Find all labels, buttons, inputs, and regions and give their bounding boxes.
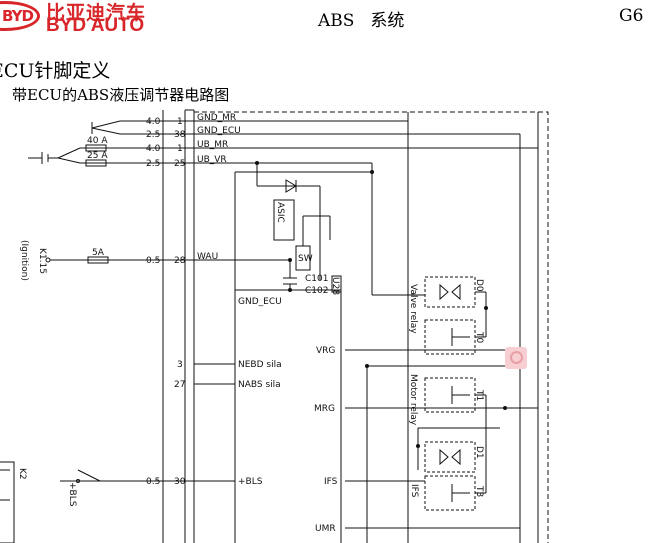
wire-size-bls: 0.5 bbox=[146, 477, 160, 487]
byd-logo-mark: BYD bbox=[2, 7, 34, 25]
signal-wau: WAU bbox=[197, 252, 218, 262]
k115-label: K1.15 bbox=[37, 248, 47, 274]
wire-size-ub-mr: 4.0 bbox=[146, 144, 161, 154]
vrg-label: VRG bbox=[316, 346, 335, 356]
signal-bls-inner: +BLS bbox=[238, 477, 263, 487]
umr-label: UMR bbox=[315, 524, 336, 534]
pin-number-wau: 28 bbox=[174, 256, 186, 266]
signal-nabs-sila: NABS sila bbox=[238, 380, 281, 390]
magnifier-icon[interactable] bbox=[505, 347, 527, 369]
wire-size-ub-vr: 2.5 bbox=[146, 159, 160, 169]
fuse-40a-label: 40 A bbox=[87, 136, 108, 146]
gnd-ecu-inner-label: GND_ECU bbox=[238, 297, 282, 307]
valve-relay-label: Valve relay bbox=[408, 284, 418, 334]
pin-number-nebd: 3 bbox=[177, 360, 183, 370]
left-bls-label: +BLS bbox=[67, 482, 77, 507]
signal-ub-vr: UB_VR bbox=[197, 155, 227, 165]
ignition-label: (Ignition) bbox=[19, 240, 29, 281]
document-header-title: ABS 系统 bbox=[318, 6, 404, 31]
u28-label: U28 bbox=[330, 277, 340, 295]
asic-label: ASIC bbox=[275, 202, 285, 223]
ifs-label: IFS bbox=[324, 477, 338, 487]
signal-gnd-ecu: GND_ECU bbox=[197, 126, 241, 136]
motor-relay-label: Motor relay bbox=[408, 374, 418, 426]
d1-label: D1 bbox=[474, 446, 484, 459]
c101-label: C101 bbox=[305, 274, 328, 284]
signal-gnd-mr: GND_MR bbox=[197, 113, 236, 123]
t3-label: T3 bbox=[474, 485, 484, 497]
abs-circuit-diagram: 4.0 2.5 4.0 2.5 0.5 0.5 1 38 1 25 28 3 2… bbox=[0, 109, 549, 543]
header-title-system: 系统 bbox=[370, 11, 405, 31]
byd-logo-oval bbox=[0, 1, 40, 31]
d0-label: D0 bbox=[474, 279, 484, 292]
fuse-25a-label: 25 A bbox=[87, 151, 108, 161]
pin-number-gnd-ecu: 38 bbox=[174, 130, 186, 140]
c102-label: C102 bbox=[305, 286, 328, 296]
figure-subtitle: 带ECU的ABS液压调节器电路图 bbox=[12, 86, 230, 104]
document-header-model: G6 bbox=[619, 6, 644, 26]
mrg-label: MRG bbox=[314, 404, 335, 414]
signal-ub-mr: UB_MR bbox=[197, 140, 228, 150]
wire-size-gnd-mr: 4.0 bbox=[146, 117, 161, 127]
fuse-5a-label: 5A bbox=[92, 248, 105, 258]
ifs-side-label: IFS bbox=[409, 484, 419, 498]
header-title-abs: ABS bbox=[318, 11, 355, 31]
logo-chinese-text: 比亚迪汽车 bbox=[46, 2, 147, 24]
t0-label: T0 bbox=[474, 331, 484, 343]
logo-english-text: BYD AUTO bbox=[46, 15, 145, 36]
section-title: ECU针脚定义 bbox=[0, 60, 111, 82]
wire-size-gnd-ecu: 2.5 bbox=[146, 130, 160, 140]
byd-logo: BYD 比亚迪汽车 BYD AUTO bbox=[0, 0, 160, 36]
wire-size-wau: 0.5 bbox=[146, 256, 160, 266]
pin-number-gnd-mr: 1 bbox=[177, 117, 183, 127]
pin-number-ub-mr: 1 bbox=[177, 144, 183, 154]
pin-number-bls: 30 bbox=[174, 477, 186, 487]
k2-label: K2 bbox=[17, 468, 27, 480]
pin-number-ub-vr: 25 bbox=[174, 159, 185, 169]
sw-label: SW bbox=[298, 254, 313, 264]
signal-nebd-sila: NEBD sila bbox=[238, 360, 282, 370]
pin-number-nabs: 27 bbox=[174, 380, 185, 390]
t1-label: T1 bbox=[474, 389, 484, 401]
